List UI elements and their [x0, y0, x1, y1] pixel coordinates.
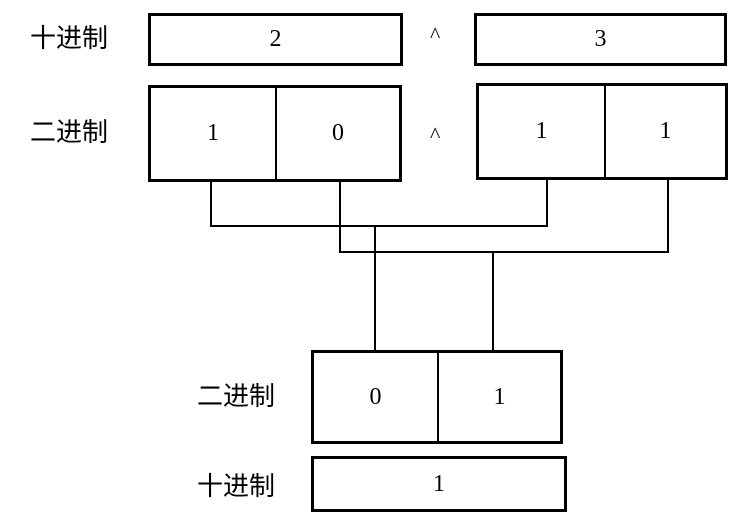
operand-a-bit-low: 0 — [332, 120, 344, 146]
binary-label-result: 二进制 — [197, 382, 276, 412]
result-binary-box: 0 1 — [311, 350, 563, 444]
xor-operator-top: ^ — [430, 22, 441, 47]
operand-a-bit-divider — [275, 88, 277, 179]
connector-low-bits — [339, 180, 669, 253]
operand-a-decimal-box: 2 — [148, 13, 403, 66]
xor-operator-bottom: ^ — [430, 122, 441, 147]
operand-a-binary-box: 1 0 — [148, 85, 402, 182]
connector-high-bits — [210, 180, 548, 227]
decimal-label-result: 十进制 — [197, 472, 276, 502]
operand-b-bit-divider — [604, 86, 606, 177]
result-decimal-box: 1 — [311, 456, 567, 512]
result-bit-high: 0 — [369, 383, 382, 410]
binary-label-top: 二进制 — [30, 118, 109, 148]
operand-b-decimal-box: 3 — [474, 13, 727, 66]
operand-b-bit-low: 1 — [659, 118, 672, 144]
operand-b-binary-box: 1 1 — [476, 83, 728, 180]
operand-a-bit-high: 1 — [207, 120, 219, 146]
result-decimal-value: 1 — [433, 470, 445, 497]
operand-a-decimal-value: 2 — [269, 26, 282, 52]
decimal-label-top: 十进制 — [30, 24, 109, 54]
operand-b-bit-high: 1 — [535, 118, 548, 144]
operand-b-decimal-value: 3 — [594, 26, 607, 52]
result-bit-divider — [437, 353, 439, 441]
result-bit-low: 1 — [493, 383, 506, 410]
